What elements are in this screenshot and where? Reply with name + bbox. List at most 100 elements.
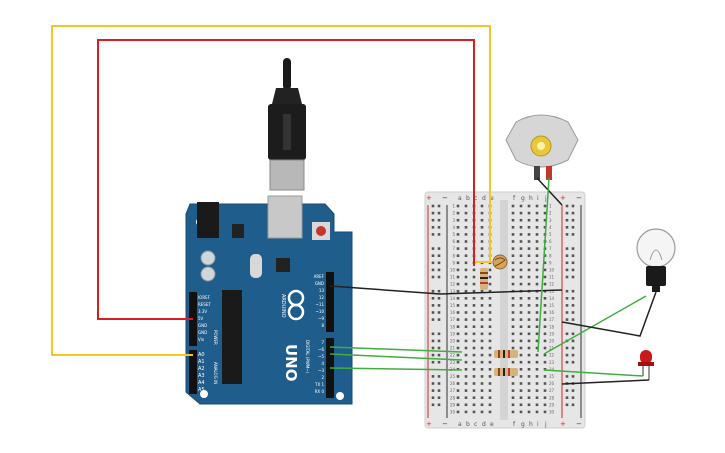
breadboard-hole[interactable] xyxy=(472,268,476,272)
breadboard-hole[interactable] xyxy=(464,204,468,208)
breadboard-hole[interactable] xyxy=(456,389,460,392)
rail-hole[interactable] xyxy=(437,211,441,215)
breadboard-hole[interactable] xyxy=(511,389,515,392)
breadboard-hole[interactable] xyxy=(472,311,476,314)
rail-hole[interactable] xyxy=(431,332,435,336)
breadboard-hole[interactable] xyxy=(472,304,476,307)
dc-motor[interactable] xyxy=(505,114,579,180)
rail-hole[interactable] xyxy=(431,204,435,208)
breadboard-hole[interactable] xyxy=(480,368,484,371)
breadboard-hole[interactable] xyxy=(543,268,547,272)
rail-hole[interactable] xyxy=(431,389,435,392)
rail-hole[interactable] xyxy=(431,353,435,357)
rail-hole[interactable] xyxy=(437,382,441,385)
breadboard-hole[interactable] xyxy=(535,389,539,392)
breadboard-hole[interactable] xyxy=(511,211,515,215)
breadboard-hole[interactable] xyxy=(527,297,531,300)
breadboard-hole[interactable] xyxy=(511,204,515,208)
breadboard-hole[interactable] xyxy=(543,382,547,385)
breadboard-hole[interactable] xyxy=(480,311,484,314)
rail-hole[interactable] xyxy=(571,332,575,336)
breadboard-hole[interactable] xyxy=(527,275,531,279)
breadboard-hole[interactable] xyxy=(543,211,547,215)
breadboard-hole[interactable] xyxy=(511,226,515,229)
breadboard-hole[interactable] xyxy=(527,233,531,236)
breadboard-hole[interactable] xyxy=(519,360,523,364)
breadboard-hole[interactable] xyxy=(456,204,460,208)
red-led[interactable] xyxy=(638,350,654,380)
breadboard-hole[interactable] xyxy=(519,275,523,279)
breadboard-hole[interactable] xyxy=(488,339,492,343)
breadboard-hole[interactable] xyxy=(527,410,531,414)
rail-hole[interactable] xyxy=(431,396,435,399)
rail-hole[interactable] xyxy=(437,304,441,307)
breadboard-hole[interactable] xyxy=(511,304,515,307)
breadboard-hole[interactable] xyxy=(543,389,547,392)
breadboard-hole[interactable] xyxy=(527,332,531,336)
rail-hole[interactable] xyxy=(565,226,569,229)
breadboard-hole[interactable] xyxy=(464,311,468,314)
rail-hole[interactable] xyxy=(565,218,569,222)
breadboard-hole[interactable] xyxy=(456,226,460,229)
breadboard-hole[interactable] xyxy=(527,282,531,286)
breadboard-hole[interactable] xyxy=(464,218,468,222)
breadboard-hole[interactable] xyxy=(519,240,523,243)
breadboard-hole[interactable] xyxy=(464,396,468,399)
rail-hole[interactable] xyxy=(571,375,575,378)
breadboard-hole[interactable] xyxy=(472,396,476,399)
breadboard-hole[interactable] xyxy=(456,375,460,378)
breadboard-hole[interactable] xyxy=(464,325,468,328)
breadboard-hole[interactable] xyxy=(519,297,523,300)
breadboard-hole[interactable] xyxy=(535,240,539,243)
breadboard-hole[interactable] xyxy=(527,261,531,265)
breadboard-hole[interactable] xyxy=(464,368,468,371)
rail-hole[interactable] xyxy=(431,304,435,307)
breadboard-hole[interactable] xyxy=(543,368,547,371)
breadboard-hole[interactable] xyxy=(511,382,515,385)
breadboard-hole[interactable] xyxy=(472,389,476,392)
breadboard-hole[interactable] xyxy=(480,360,484,364)
wire-black-motor[interactable] xyxy=(536,177,563,206)
breadboard-hole[interactable] xyxy=(464,403,468,407)
rail-hole[interactable] xyxy=(437,218,441,222)
breadboard-hole[interactable] xyxy=(535,311,539,314)
rail-hole[interactable] xyxy=(571,311,575,314)
rail-hole[interactable] xyxy=(571,218,575,222)
breadboard-hole[interactable] xyxy=(480,254,484,257)
breadboard-hole[interactable] xyxy=(535,304,539,307)
breadboard-hole[interactable] xyxy=(543,403,547,407)
wire-green-d7[interactable] xyxy=(329,346,463,353)
wire-green-led[interactable] xyxy=(543,369,644,377)
breadboard-hole[interactable] xyxy=(527,339,531,343)
breadboard-hole[interactable] xyxy=(527,211,531,215)
breadboard-hole[interactable] xyxy=(543,304,547,307)
breadboard-hole[interactable] xyxy=(472,297,476,300)
rail-hole[interactable] xyxy=(437,233,441,236)
breadboard-hole[interactable] xyxy=(464,353,468,357)
breadboard-hole[interactable] xyxy=(535,268,539,272)
rail-hole[interactable] xyxy=(571,275,575,279)
rail-hole[interactable] xyxy=(437,289,441,293)
breadboard-hole[interactable] xyxy=(464,240,468,243)
breadboard-hole[interactable] xyxy=(456,318,460,321)
breadboard-hole[interactable] xyxy=(464,304,468,307)
breadboard-hole[interactable] xyxy=(519,389,523,392)
breadboard-hole[interactable] xyxy=(511,410,515,414)
breadboard-hole[interactable] xyxy=(543,261,547,265)
breadboard-hole[interactable] xyxy=(527,268,531,272)
rail-hole[interactable] xyxy=(437,346,441,350)
breadboard-hole[interactable] xyxy=(480,247,484,250)
breadboard-hole[interactable] xyxy=(519,218,523,222)
breadboard-hole[interactable] xyxy=(511,247,515,250)
breadboard-hole[interactable] xyxy=(456,261,460,265)
breadboard-hole[interactable] xyxy=(472,325,476,328)
rail-hole[interactable] xyxy=(571,360,575,364)
rail-hole[interactable] xyxy=(431,218,435,222)
rail-hole[interactable] xyxy=(431,375,435,378)
rail-hole[interactable] xyxy=(431,275,435,279)
breadboard-hole[interactable] xyxy=(472,318,476,321)
rail-hole[interactable] xyxy=(437,403,441,407)
breadboard-hole[interactable] xyxy=(519,254,523,257)
breadboard-hole[interactable] xyxy=(527,240,531,243)
